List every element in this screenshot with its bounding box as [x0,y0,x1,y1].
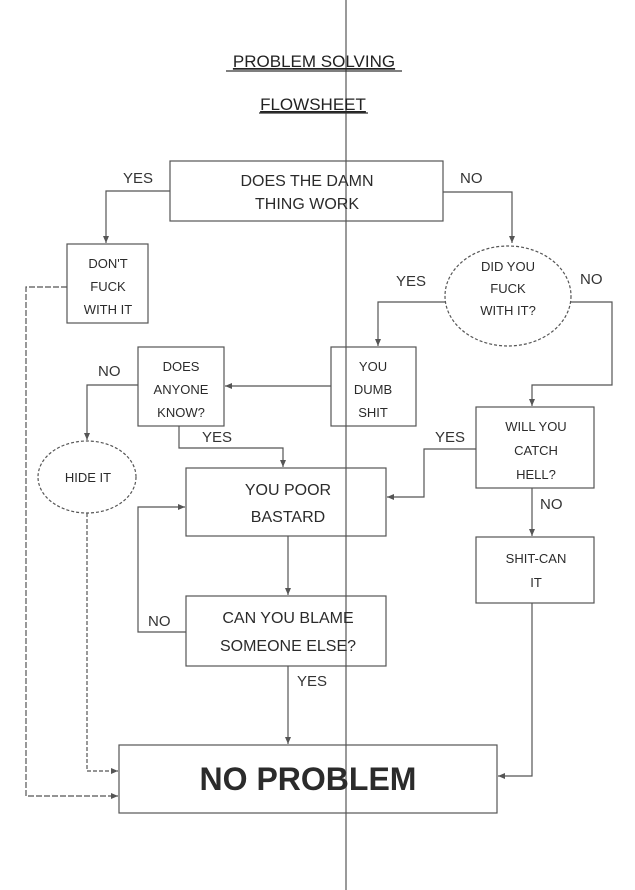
edge-work-no [443,191,515,243]
label-blame-no: NO [148,613,171,630]
dumb-shit-line-2: DUMB [354,382,392,397]
title-line-1: PROBLEM SOLVING [233,52,395,71]
label-hell-yes: YES [435,429,465,446]
edge-know-no [84,384,138,440]
label-hell-no: NO [540,496,563,513]
label-know-yes: YES [202,429,232,446]
edge-know-yes [178,426,286,467]
catch-hell-line-1: WILL YOU [505,419,566,434]
catch-hell-line-2: CATCH [514,443,558,458]
label-work-no: NO [460,170,483,187]
no-problem-text: NO PROBLEM [200,761,417,797]
edge-fuck-yes [375,301,445,346]
does-work-line-2: THING WORK [255,196,359,213]
title-line-2: FLOWSHEET [260,95,366,114]
label-fuck-no: NO [580,271,603,288]
node-no-problem [118,744,498,814]
anyone-know-line-3: KNOW? [157,405,205,420]
shit-can-line-1: SHIT-CAN [506,551,567,566]
dumb-shit-line-3: SHIT [358,405,388,420]
did-fuck-line-1: DID YOU [481,259,535,274]
node-catch-hell [475,406,595,489]
label-know-no: NO [98,363,121,380]
label-fuck-yes: YES [396,273,426,290]
edge-dontfuck-noproblem [25,286,118,799]
did-fuck-line-2: FUCK [490,281,526,296]
node-blame-else [185,595,387,667]
node-did-you-fuck [444,245,572,347]
node-anyone-know [137,346,225,427]
blame-else-line-1: CAN YOU BLAME [222,610,353,627]
dont-fuck-line-3: WITH IT [84,302,132,317]
poor-bastard-line-2: BASTARD [251,509,325,526]
node-poor-bastard [185,467,387,537]
dont-fuck-line-2: FUCK [90,279,126,294]
did-fuck-line-3: WITH IT? [480,303,536,318]
shit-can-line-2: IT [530,575,542,590]
edge-work-yes [103,190,170,243]
node-shit-can [475,536,595,604]
blame-else-line-2: SOMEONE ELSE? [220,638,356,655]
poor-bastard-line-1: YOU POOR [245,482,331,499]
edge-hide-noproblem [86,513,118,774]
edge-fuck-no [529,301,613,406]
hide-it-text: HIDE IT [65,470,111,485]
catch-hell-line-3: HELL? [516,467,556,482]
does-work-line-1: DOES THE DAMN [240,173,373,190]
label-work-yes: YES [123,170,153,187]
label-blame-yes: YES [297,673,327,690]
edge-hell-yes [387,448,476,500]
node-dont-fuck [66,243,149,324]
edge-blame-no [137,504,186,633]
dumb-shit-line-1: YOU [359,359,387,374]
dont-fuck-line-1: DON'T [88,256,127,271]
anyone-know-line-2: ANYONE [154,382,209,397]
anyone-know-line-1: DOES [163,359,200,374]
edge-shitcan-noproblem [498,603,533,779]
